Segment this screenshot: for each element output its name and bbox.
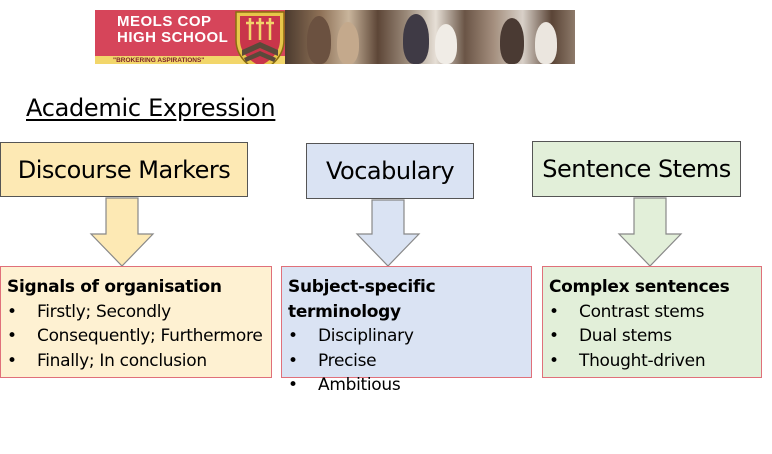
list-item: •Contrast stems [549, 300, 755, 325]
bullet-icon: • [549, 350, 559, 371]
bullet-icon: • [549, 301, 559, 322]
list-item: •Finally; In conclusion [7, 349, 265, 374]
discourse-markers-box: Discourse Markers [0, 142, 248, 197]
bullet-icon: • [7, 326, 17, 346]
banner-photo [285, 10, 575, 64]
list-item: •Disciplinary [288, 324, 525, 349]
list-item: •Firstly; Secondly [7, 300, 265, 325]
bullet-icon: • [288, 375, 298, 395]
list-item: •Thought-driven [549, 349, 755, 374]
sentence-stems-details: Complex sentences •Contrast stems •Dual … [542, 266, 762, 378]
bullet-icon: • [549, 326, 559, 346]
school-tagline: "BROKERING ASPIRATIONS" [113, 57, 205, 64]
bullet-icon: • [7, 301, 17, 322]
details-heading: Subject-specific terminology [288, 277, 436, 322]
school-banner: MEOLS COP HIGH SCHOOL "BROKERING ASPIRAT… [95, 10, 575, 64]
list-item: •Consequently; Furthermore [7, 324, 265, 349]
bullet-icon: • [288, 326, 298, 346]
page-title: Academic Expression [26, 94, 276, 122]
details-heading: Complex sentences [549, 277, 730, 297]
vocabulary-details: Subject-specific terminology •Disciplina… [281, 266, 532, 395]
tagline-strip [95, 56, 285, 64]
discourse-markers-details: Signals of organisation •Firstly; Second… [0, 266, 272, 378]
down-arrow-icon [617, 197, 683, 267]
down-arrow-icon [89, 197, 155, 267]
school-name: MEOLS COP HIGH SCHOOL [117, 13, 229, 46]
list-item: •Ambitious [288, 373, 525, 398]
list-item: •Precise [288, 349, 525, 374]
list-item: •Dual stems [549, 324, 755, 349]
sentence-stems-box: Sentence Stems [532, 141, 741, 197]
bullet-icon: • [7, 350, 17, 371]
school-crest-icon [235, 11, 285, 64]
bullet-icon: • [288, 350, 298, 371]
details-heading: Signals of organisation [7, 277, 222, 297]
vocabulary-box: Vocabulary [306, 143, 474, 199]
down-arrow-icon [355, 199, 421, 267]
